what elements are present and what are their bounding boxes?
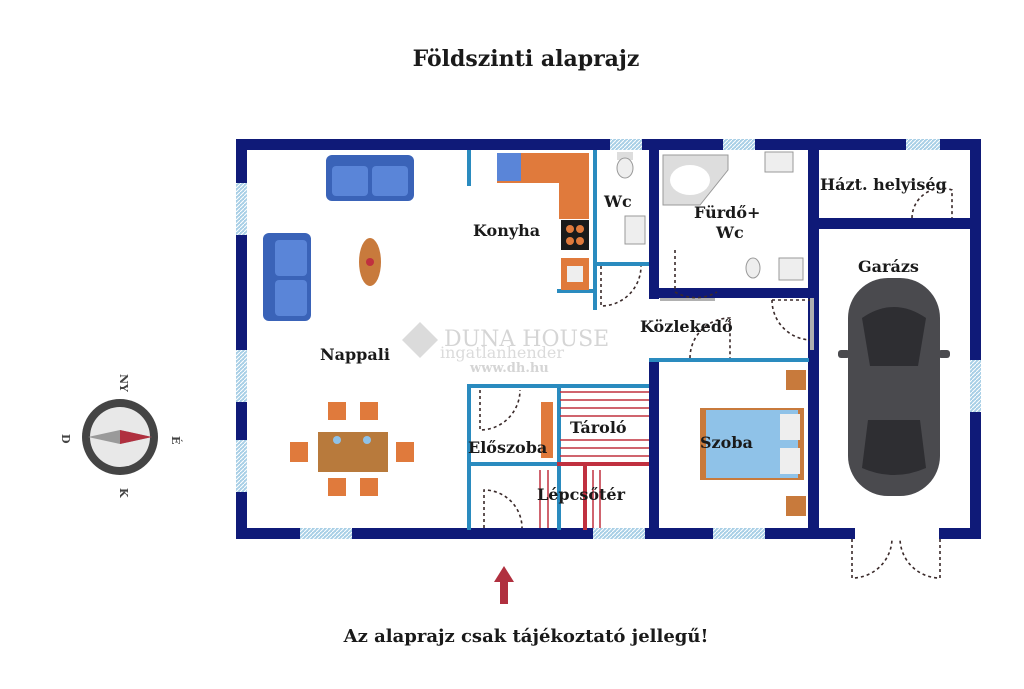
staircase: [539, 391, 649, 528]
compass-south-label: K: [117, 488, 130, 498]
room-label-konyha: Konyha: [473, 221, 540, 240]
sofa-left: [263, 233, 311, 321]
compass-west-label: D: [59, 434, 72, 444]
room-label-nappali: Nappali: [320, 345, 390, 364]
wardrobe: [541, 402, 553, 458]
room-label-kozlekedo: Közlekedő: [640, 317, 733, 336]
compass-east-label: É: [169, 436, 183, 444]
room-label-haztartasi: Házt. helyiség: [820, 175, 947, 194]
entrance-arrow-icon: [494, 566, 514, 604]
plan-title: Földszinti alaprajz: [412, 46, 640, 72]
watermark: DUNA HOUSE ingatlanhender www.dh.hu: [402, 322, 609, 376]
room-label-eloszoba: Előszoba: [468, 438, 547, 457]
room-label-wc: Wc: [603, 192, 632, 211]
room-label-garazs: Garázs: [858, 257, 919, 276]
door-swings: [479, 187, 953, 579]
room-label-tarolo: Tároló: [570, 418, 627, 437]
dining-table: [290, 402, 414, 496]
watermark-url: www.dh.hu: [469, 361, 549, 376]
kitchen-counter: [497, 153, 589, 290]
room-label-szoba: Szoba: [700, 433, 753, 452]
watermark-subtitle: ingatlanhender: [440, 343, 564, 362]
wc-toilet: [616, 152, 646, 245]
room-label-furdo-line2: Wc: [715, 223, 744, 242]
compass: [82, 399, 158, 475]
compass-north-label: NY: [117, 374, 130, 392]
room-label-lepcsoter: Lépcsőtér: [537, 485, 626, 504]
bed: [700, 370, 806, 516]
windows: [236, 139, 981, 539]
bathtub: [662, 151, 804, 281]
watermark-brand: DUNA HOUSE: [444, 327, 609, 352]
disclaimer-text: Az alaprajz csak tájékoztató jellegű!: [343, 626, 709, 647]
room-label-furdo-line1: Fürdő+: [694, 203, 760, 222]
inner-walls: [467, 150, 814, 530]
flower-icon: [366, 258, 374, 266]
sofa-top: [326, 155, 414, 201]
car: [838, 278, 950, 496]
